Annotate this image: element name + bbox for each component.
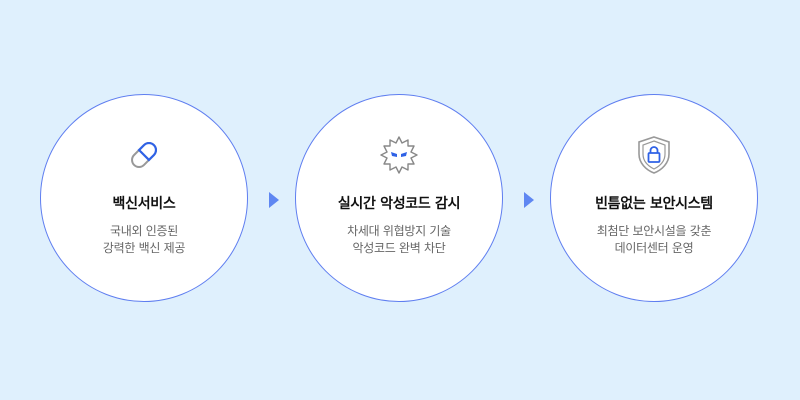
virus-icon (377, 133, 421, 177)
feature-description-line: 국내외 인증된 (110, 224, 178, 238)
feature-description-line: 강력한 백신 제공 (102, 241, 186, 255)
feature-title: 백신서비스 (112, 196, 176, 212)
arrow-right-icon (523, 191, 535, 209)
feature-description: 차세대 위협방지 기술 악성코드 완벽 차단 (296, 223, 502, 257)
feature-title: 실시간 악성코드 감시 (337, 196, 461, 212)
feature-title: 빈틈없는 보안시스템 (595, 196, 713, 212)
arrow-right-icon (268, 191, 280, 209)
feature-description: 최첨단 보안시설을 갖춘 데이터센터 운영 (551, 223, 757, 257)
feature-card-realtime-monitoring: 실시간 악성코드 감시 차세대 위협방지 기술 악성코드 완벽 차단 (295, 94, 503, 302)
feature-description-line: 차세대 위협방지 기술 (347, 224, 451, 238)
shield-lock-icon (632, 133, 676, 177)
feature-card-vaccine: 백신서비스 국내외 인증된 강력한 백신 제공 (40, 94, 248, 302)
feature-description: 국내외 인증된 강력한 백신 제공 (41, 223, 247, 257)
feature-description-line: 최첨단 보안시설을 갖춘 (596, 224, 712, 238)
feature-description-line: 데이터센터 운영 (614, 241, 694, 255)
feature-card-security-system: 빈틈없는 보안시스템 최첨단 보안시설을 갖춘 데이터센터 운영 (550, 94, 758, 302)
feature-description-line: 악성코드 완벽 차단 (352, 241, 446, 255)
pill-icon (122, 133, 166, 177)
